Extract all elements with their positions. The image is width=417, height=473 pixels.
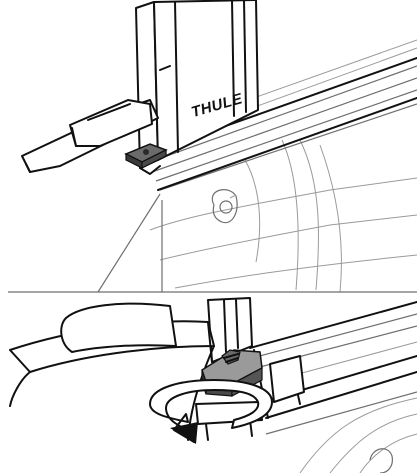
detail-rail — [249, 301, 417, 435]
detail-view — [9, 297, 417, 473]
foot-tower: THULE — [135, 0, 259, 175]
detail-tower — [207, 297, 253, 363]
top-view: THULE — [21, 0, 417, 293]
detail-roof-outline — [299, 397, 417, 473]
leader-line — [97, 193, 161, 293]
callout — [8, 193, 417, 293]
roof-outline — [149, 139, 417, 293]
clamp-lever — [21, 99, 159, 173]
rotate-arrow-icon — [149, 379, 273, 444]
rubber-pad — [124, 143, 168, 169]
detail-clamp-lever — [9, 302, 215, 441]
